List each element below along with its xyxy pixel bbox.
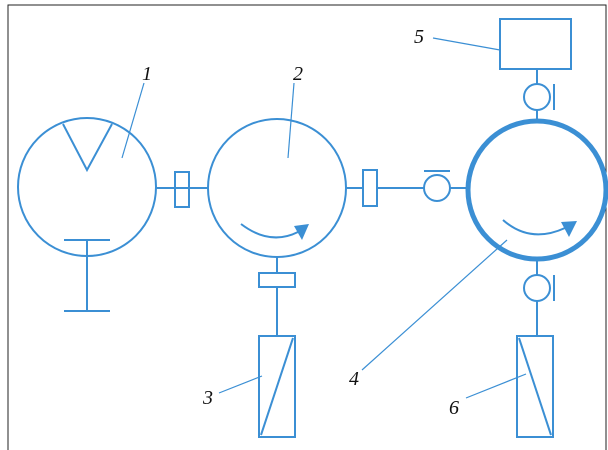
label-5: 5: [414, 26, 424, 48]
label-1: 1: [142, 63, 152, 85]
unit-1-circle: [17, 117, 157, 257]
coupling-block-2-3: [258, 272, 296, 288]
unit-6-diagonal: [518, 337, 552, 436]
coupling-block-2-4: [362, 169, 378, 207]
label-4: 4: [349, 368, 359, 390]
unit-1: [17, 117, 157, 312]
leader-1: [121, 82, 145, 159]
leader-6: [465, 373, 527, 399]
unit-2-rotation-arrow: [240, 223, 299, 239]
unit-4-circle: [465, 118, 608, 262]
leader-3: [218, 375, 263, 394]
unit-4-arrowhead-icon: [561, 221, 577, 237]
leader-2: [287, 82, 295, 159]
leader-5: [432, 37, 501, 51]
unit-3-diagonal: [260, 337, 294, 436]
figure-frame: [7, 4, 607, 450]
unit-1-v-indicator: [62, 123, 113, 173]
coupling-2-4: [346, 169, 467, 207]
unit-4-rotation-arrow: [502, 219, 566, 236]
unit-6: [516, 259, 555, 438]
unit-2-circle: [207, 118, 347, 258]
unit-4: [465, 118, 608, 262]
label-3: 3: [202, 387, 213, 409]
unit-3: [258, 335, 296, 438]
unit-5-box: [499, 18, 572, 70]
coupling-1-2: [156, 171, 209, 208]
unit-3-box: [258, 335, 296, 438]
coupling-4-6-ring: [523, 274, 551, 302]
label-2: 2: [293, 63, 303, 85]
leader-4: [361, 239, 508, 371]
coupling-block-1-2: [174, 171, 190, 208]
coupling-2-3: [258, 257, 296, 336]
label-6: 6: [449, 397, 459, 419]
unit-2-arrowhead-icon: [294, 224, 309, 240]
unit-6-box: [516, 335, 554, 438]
coupling-5-4-ring: [523, 83, 551, 111]
unit-2: [207, 118, 347, 258]
coupling-2-4-ring: [423, 174, 451, 202]
unit-5: [499, 18, 572, 121]
